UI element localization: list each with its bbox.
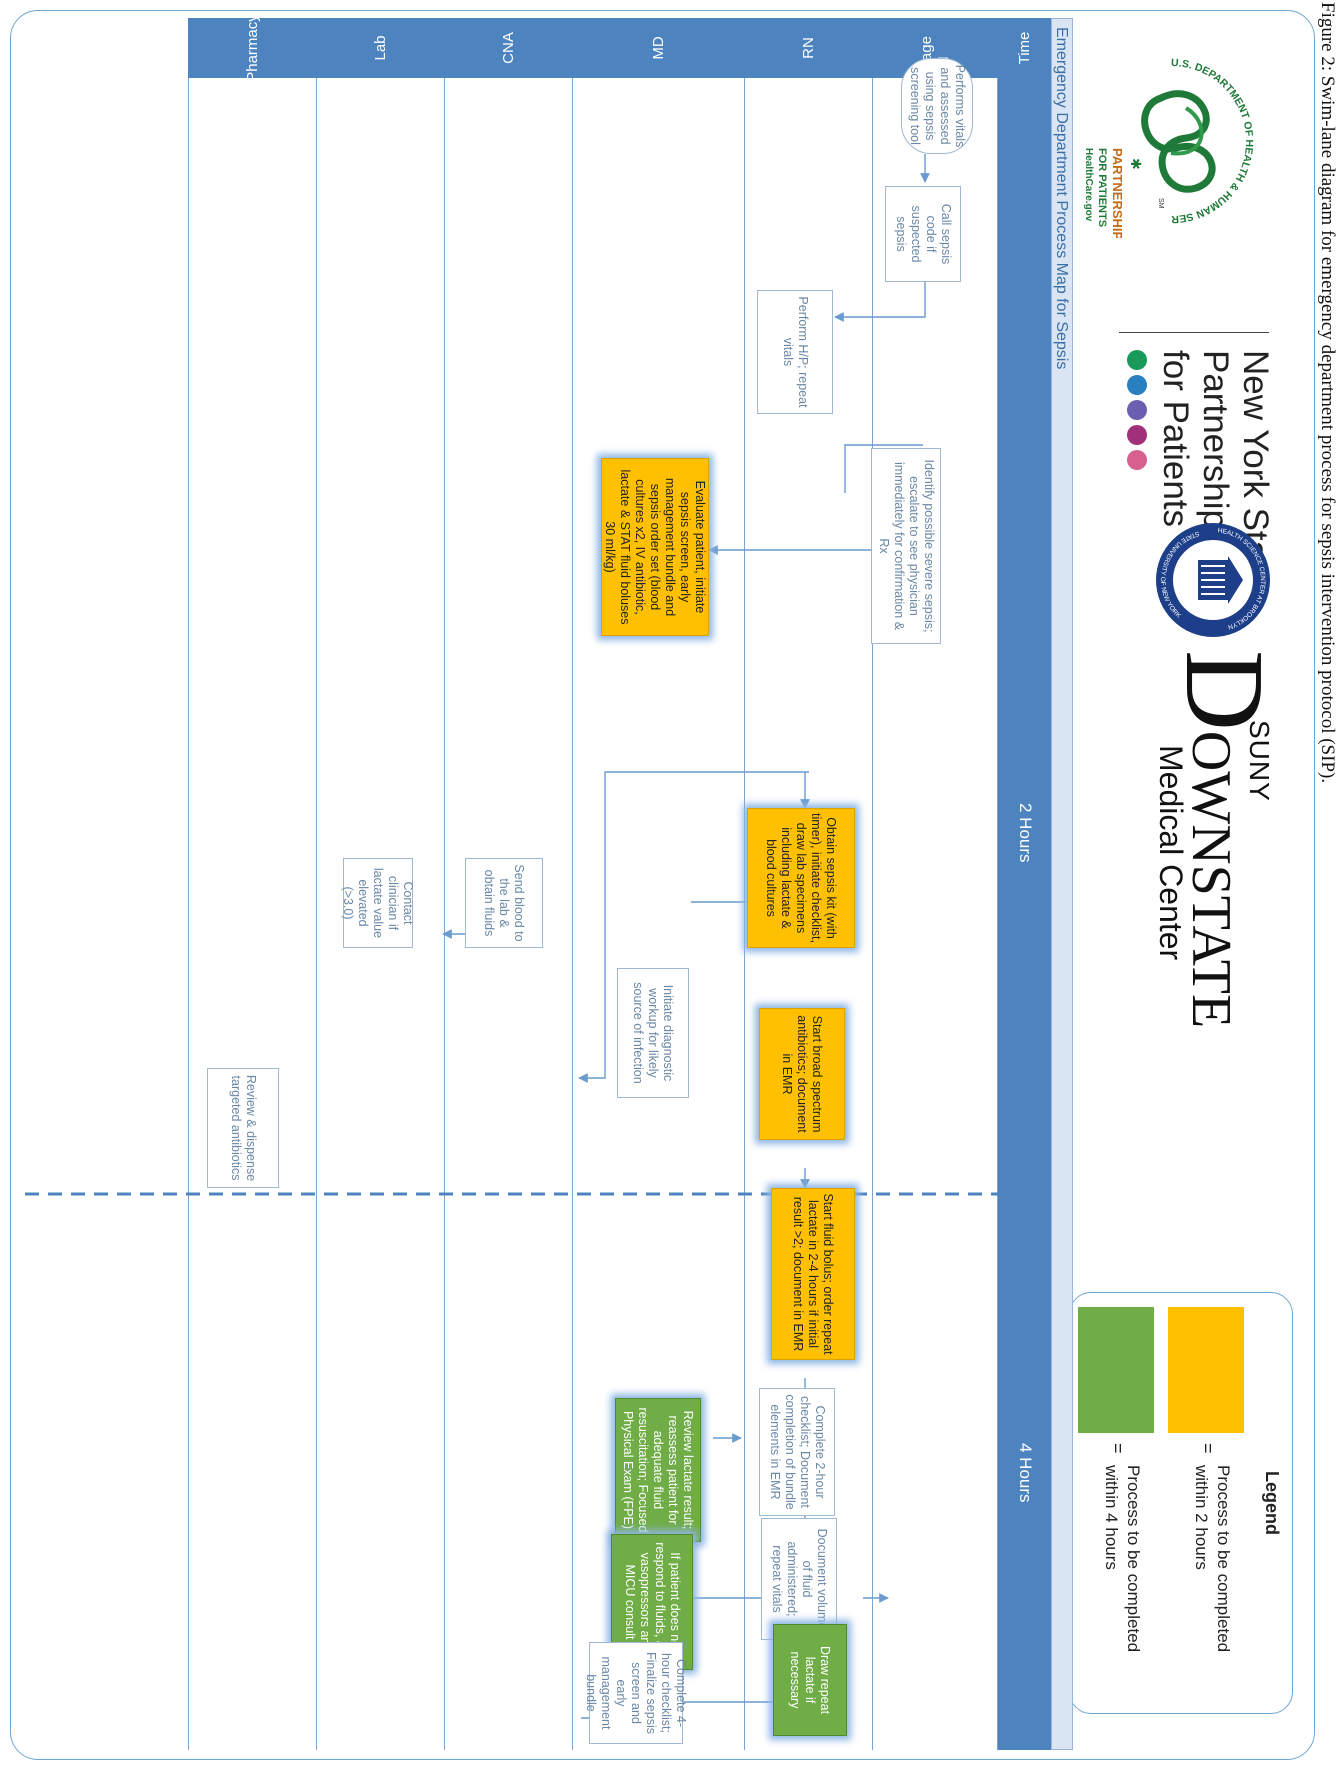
step-2-hour-checklist: Complete 2-hour checklist; Document comp… bbox=[759, 1388, 835, 1516]
legend-text-2h: Process to be completed within 2 hours bbox=[1190, 1465, 1234, 1652]
arrow-call-to-hp bbox=[834, 282, 926, 322]
legend-swatch-2h bbox=[1168, 1307, 1244, 1433]
seal-icon: HEALTH SCIENCE CENTER AT BROOKLYN STATE … bbox=[1156, 523, 1270, 637]
legend-swatch-4h bbox=[1078, 1307, 1154, 1433]
step-identify-sepsis: Identify possible severe sepsis; escalat… bbox=[871, 448, 941, 644]
step-repeat-lactate: Draw repeat lactate if necessary bbox=[773, 1624, 847, 1736]
step-hp-vitals: Perform H/P; repeat vitals bbox=[757, 290, 833, 414]
suny-seal: HEALTH SCIENCE CENTER AT BROOKLYN STATE … bbox=[1148, 520, 1273, 640]
legend-2h-line2: within 2 hours bbox=[1192, 1465, 1211, 1570]
downstate-initial: D bbox=[1162, 650, 1286, 731]
process-map: Emergency Department Process Map for Sep… bbox=[25, 14, 1073, 1750]
logo-divider bbox=[1119, 332, 1269, 333]
arrow-evaluate-to-dispense bbox=[578, 771, 741, 1083]
hhs-arc-text: U.S. DEPARTMENT OF HEALTH & HUMAN SERVIC… bbox=[1171, 34, 1290, 225]
nys-line2: Partnership bbox=[1196, 350, 1235, 529]
step-call-sepsis-code: Call sepsis code if suspected sepsis bbox=[885, 186, 961, 282]
nys-line1: New York State bbox=[1236, 350, 1275, 590]
medical-center-label: Medical Center bbox=[1153, 745, 1189, 961]
rotated-diagram: U.S. DEPARTMENT OF HEALTH & HUMAN SERVIC… bbox=[10, 10, 1315, 1760]
step-review-lactate: Review lactate result; reassess patient … bbox=[615, 1398, 701, 1542]
pfp-url: HealthCare.gov bbox=[1083, 148, 1094, 222]
step-contact-clinician: Contact clinician if lactate value eleva… bbox=[342, 858, 416, 948]
hhs-logo-icon: U.S. DEPARTMENT OF HEALTH & HUMAN SERVIC… bbox=[1083, 34, 1290, 240]
pfp-star-icon: ✱ bbox=[1128, 158, 1144, 170]
legend-text-4h: Process to be completed within 4 hours bbox=[1100, 1465, 1144, 1652]
step-start-antibiotics: Start broad spectrum antibiotics; docume… bbox=[759, 1008, 845, 1140]
nys-dot bbox=[1127, 425, 1147, 445]
downstate-wordmark: DOWNSTATE bbox=[1162, 650, 1286, 1029]
step-fluid-bolus: Start fluid bolus; order repeat lactate … bbox=[771, 1188, 855, 1360]
arrow-hp-to-identify bbox=[844, 444, 923, 493]
figure-caption: Figure 2: Swim-lane diagram for emergenc… bbox=[1317, 2, 1338, 784]
step-send-blood: Send blood to the lab & obtain fluids bbox=[465, 858, 543, 948]
legend-4h-line1: Process to be completed bbox=[1124, 1465, 1143, 1653]
nys-line3: for Patients bbox=[1156, 350, 1195, 528]
svg-text:U.S. DEPARTMENT OF HEALTH & HU: U.S. DEPARTMENT OF HEALTH & HUMAN SERVIC… bbox=[1171, 38, 1281, 225]
hhs-partnership-logo: U.S. DEPARTMENT OF HEALTH & HUMAN SERVIC… bbox=[1081, 34, 1290, 240]
step-vitals: Performs vitals and assessed using sepsi… bbox=[901, 58, 973, 154]
pfp-line2: FOR PATIENTS bbox=[1096, 148, 1108, 227]
nys-dot bbox=[1127, 375, 1147, 395]
nys-dot bbox=[1127, 350, 1147, 370]
step-document-volume: Document volume of fluid administered; r… bbox=[761, 1518, 837, 1640]
legend-2h-line1: Process to be completed bbox=[1214, 1465, 1233, 1653]
step-dispense-antibiotics: Review & dispense targeted antibiotics bbox=[207, 1068, 279, 1188]
pfp-sm-mark: SM bbox=[1157, 198, 1164, 209]
step-obtain-sepsis-kit: Obtain sepsis kit (with timer), initiate… bbox=[747, 808, 855, 948]
legend-title: Legend bbox=[1262, 1470, 1282, 1535]
step-diagnostic-workup: Initiate diagnostic workup for likely so… bbox=[617, 968, 689, 1098]
step-evaluate-patient: Evaluate patient, initiate sepsis screen… bbox=[601, 458, 709, 636]
legend: Legend = Process to be completed within … bbox=[1069, 1292, 1293, 1714]
nys-dot bbox=[1127, 400, 1147, 420]
pfp-line1: PARTNERSHIP bbox=[1110, 148, 1125, 238]
legend-eq: = bbox=[1198, 1443, 1218, 1454]
legend-eq: = bbox=[1108, 1443, 1128, 1454]
nys-partnership-logo: New York State Partnership for Patients bbox=[1127, 350, 1275, 590]
downstate-rest: OWNSTATE bbox=[1180, 730, 1242, 1029]
nys-dots bbox=[1127, 350, 1147, 500]
step-4-hour-checklist: Complete 4-hour checklist; Finalize seps… bbox=[585, 1642, 689, 1744]
legend-4h-line2: within 4 hours bbox=[1102, 1465, 1121, 1570]
nys-dot bbox=[1127, 450, 1147, 470]
